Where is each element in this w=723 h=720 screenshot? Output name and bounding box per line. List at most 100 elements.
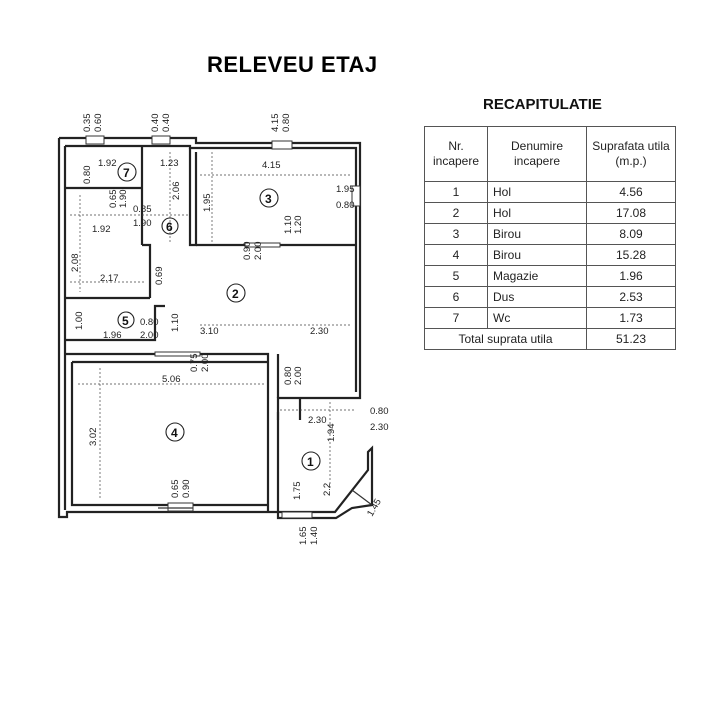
dim-r1-win-b: 2.30 xyxy=(370,422,389,433)
dim-r7-h: 0.80 xyxy=(82,166,93,185)
room-3-label: 3 xyxy=(265,192,272,206)
dim-r7-door-a: 0.65 xyxy=(108,190,119,209)
openings xyxy=(85,135,373,519)
dim-r1-door-b: 2.00 xyxy=(293,367,304,386)
dim-r6-door-a: 0.85 xyxy=(133,204,152,215)
table-row: 7 Wc 1.73 xyxy=(424,307,676,329)
room-4-marker xyxy=(165,422,185,442)
dim-top-b: 0.60 xyxy=(93,114,104,133)
dim-r5-door-a: 0.80 xyxy=(140,317,159,328)
total-row: Total suprata utila 51.23 xyxy=(424,328,676,350)
room-5-marker xyxy=(117,311,135,329)
dim-r3-w: 4.15 xyxy=(262,160,281,171)
dim-r4-win-b: 0.90 xyxy=(181,480,192,499)
room-5-label: 5 xyxy=(122,314,129,328)
dim-r3-h: 1.95 xyxy=(202,194,213,213)
dim-top-e: 4.15 xyxy=(270,114,281,133)
dim-r4-win-a: 0.65 xyxy=(170,480,181,499)
dim-r7-w: 1.92 xyxy=(98,158,117,169)
header-nr: Nr. incapere xyxy=(424,126,488,182)
cell-area: 15.28 xyxy=(586,244,676,266)
dim-top-d: 0.40 xyxy=(161,114,172,133)
cell-nr: 4 xyxy=(424,244,488,266)
interior-walls xyxy=(65,146,356,512)
cell-nr: 1 xyxy=(424,181,488,203)
cell-area: 1.96 xyxy=(586,265,676,287)
dim-r3-door-b: 1.20 xyxy=(293,216,304,235)
dim-r3-door-a: 1.10 xyxy=(283,216,294,235)
dim-r2-len-a: 3.10 xyxy=(200,326,219,337)
dim-left-h: 2.08 xyxy=(70,254,81,273)
room-2-label: 2 xyxy=(232,287,239,301)
cell-nr: 2 xyxy=(424,202,488,224)
dim-r3-win-b: 0.80 xyxy=(336,200,355,211)
table-row: 6 Dus 2.53 xyxy=(424,286,676,308)
table-row: 1 Hol 4.56 xyxy=(424,181,676,203)
dim-r6-len: 1.92 xyxy=(92,224,111,235)
recap-title: RECAPITULATIE xyxy=(483,96,602,113)
cell-nr: 5 xyxy=(424,265,488,287)
cell-nr: 3 xyxy=(424,223,488,245)
room-7-label: 7 xyxy=(123,166,130,180)
cell-nr: 6 xyxy=(424,286,488,308)
header-area: Suprafata utila (m.p.) xyxy=(586,126,676,182)
room-6-marker xyxy=(161,217,179,235)
room-1-marker xyxy=(301,451,321,471)
total-value: 51.23 xyxy=(586,328,676,350)
dim-r4-w: 5.06 xyxy=(162,374,181,385)
dim-r1-small-a: 1.75 xyxy=(292,482,303,501)
room-1-label: 1 xyxy=(307,455,314,469)
dim-ent-d: 1.45 xyxy=(365,497,384,519)
cell-name: Hol xyxy=(487,181,587,203)
dim-ent-b: 1.40 xyxy=(309,527,320,546)
dim-r3-win-a: 1.95 xyxy=(336,184,355,195)
dim-hall-door-a: 0.90 xyxy=(242,242,253,261)
cell-nr: 7 xyxy=(424,307,488,329)
dim-r5-door-b: 2.00 xyxy=(140,330,159,341)
dim-r1-small-b: 2.2 xyxy=(322,483,333,496)
page-title: RELEVEU ETAJ xyxy=(207,52,378,77)
room-6-label: 6 xyxy=(166,220,173,234)
cell-area: 8.09 xyxy=(586,223,676,245)
cell-area: 4.56 xyxy=(586,181,676,203)
cell-area: 2.53 xyxy=(586,286,676,308)
room-4-label: 4 xyxy=(171,426,178,440)
room-3-marker xyxy=(259,188,279,208)
dim-top-c: 0.40 xyxy=(150,114,161,133)
cell-name: Wc xyxy=(487,307,587,329)
cell-name: Hol xyxy=(487,202,587,224)
table-row: 5 Magazie 1.96 xyxy=(424,265,676,287)
cell-area: 17.08 xyxy=(586,202,676,224)
cell-name: Birou xyxy=(487,223,587,245)
dim-r6-door-b: 1.90 xyxy=(133,218,152,229)
dim-r4-door-a: 0.75 xyxy=(189,354,200,373)
dimension-lines xyxy=(70,152,355,500)
dim-r7-door-b: 1.90 xyxy=(118,190,129,209)
dim-r1-h: 1.94 xyxy=(326,424,337,443)
cell-name: Dus xyxy=(487,286,587,308)
total-label: Total suprata utila xyxy=(424,328,587,350)
dim-top-a: 0.35 xyxy=(82,114,93,133)
dim-r5-h: 1.00 xyxy=(74,312,85,331)
dim-ent-a: 1.65 xyxy=(298,527,309,546)
table-row: 4 Birou 15.28 xyxy=(424,244,676,266)
cell-area: 1.73 xyxy=(586,307,676,329)
recap-header-row: Nr. incapere Denumire incapere Suprafata… xyxy=(424,126,676,182)
dim-r1-w: 2.30 xyxy=(308,415,327,426)
dim-r6-w: 1.23 xyxy=(160,158,179,169)
cell-name: Magazie xyxy=(487,265,587,287)
table-row: 3 Birou 8.09 xyxy=(424,223,676,245)
recap-table: Nr. incapere Denumire incapere Suprafata… xyxy=(424,126,676,350)
dim-r2-w: 2.17 xyxy=(100,273,119,284)
dim-r1-win-a: 0.80 xyxy=(370,406,389,417)
room-7-marker xyxy=(117,162,137,182)
dim-r5-x: 1.10 xyxy=(170,314,181,333)
dim-r2-h: 0.69 xyxy=(154,267,165,286)
dimension-texts: 0.35 0.60 0.40 0.40 4.15 0.80 1.92 0.80 … xyxy=(70,114,389,546)
dim-top-f: 0.80 xyxy=(281,114,292,133)
dim-r4-door-b: 2.00 xyxy=(200,354,211,373)
dim-r1-door-a: 0.80 xyxy=(283,367,294,386)
table-row: 2 Hol 17.08 xyxy=(424,202,676,224)
dim-r5-w: 1.96 xyxy=(103,330,122,341)
room-2-marker xyxy=(226,283,246,303)
